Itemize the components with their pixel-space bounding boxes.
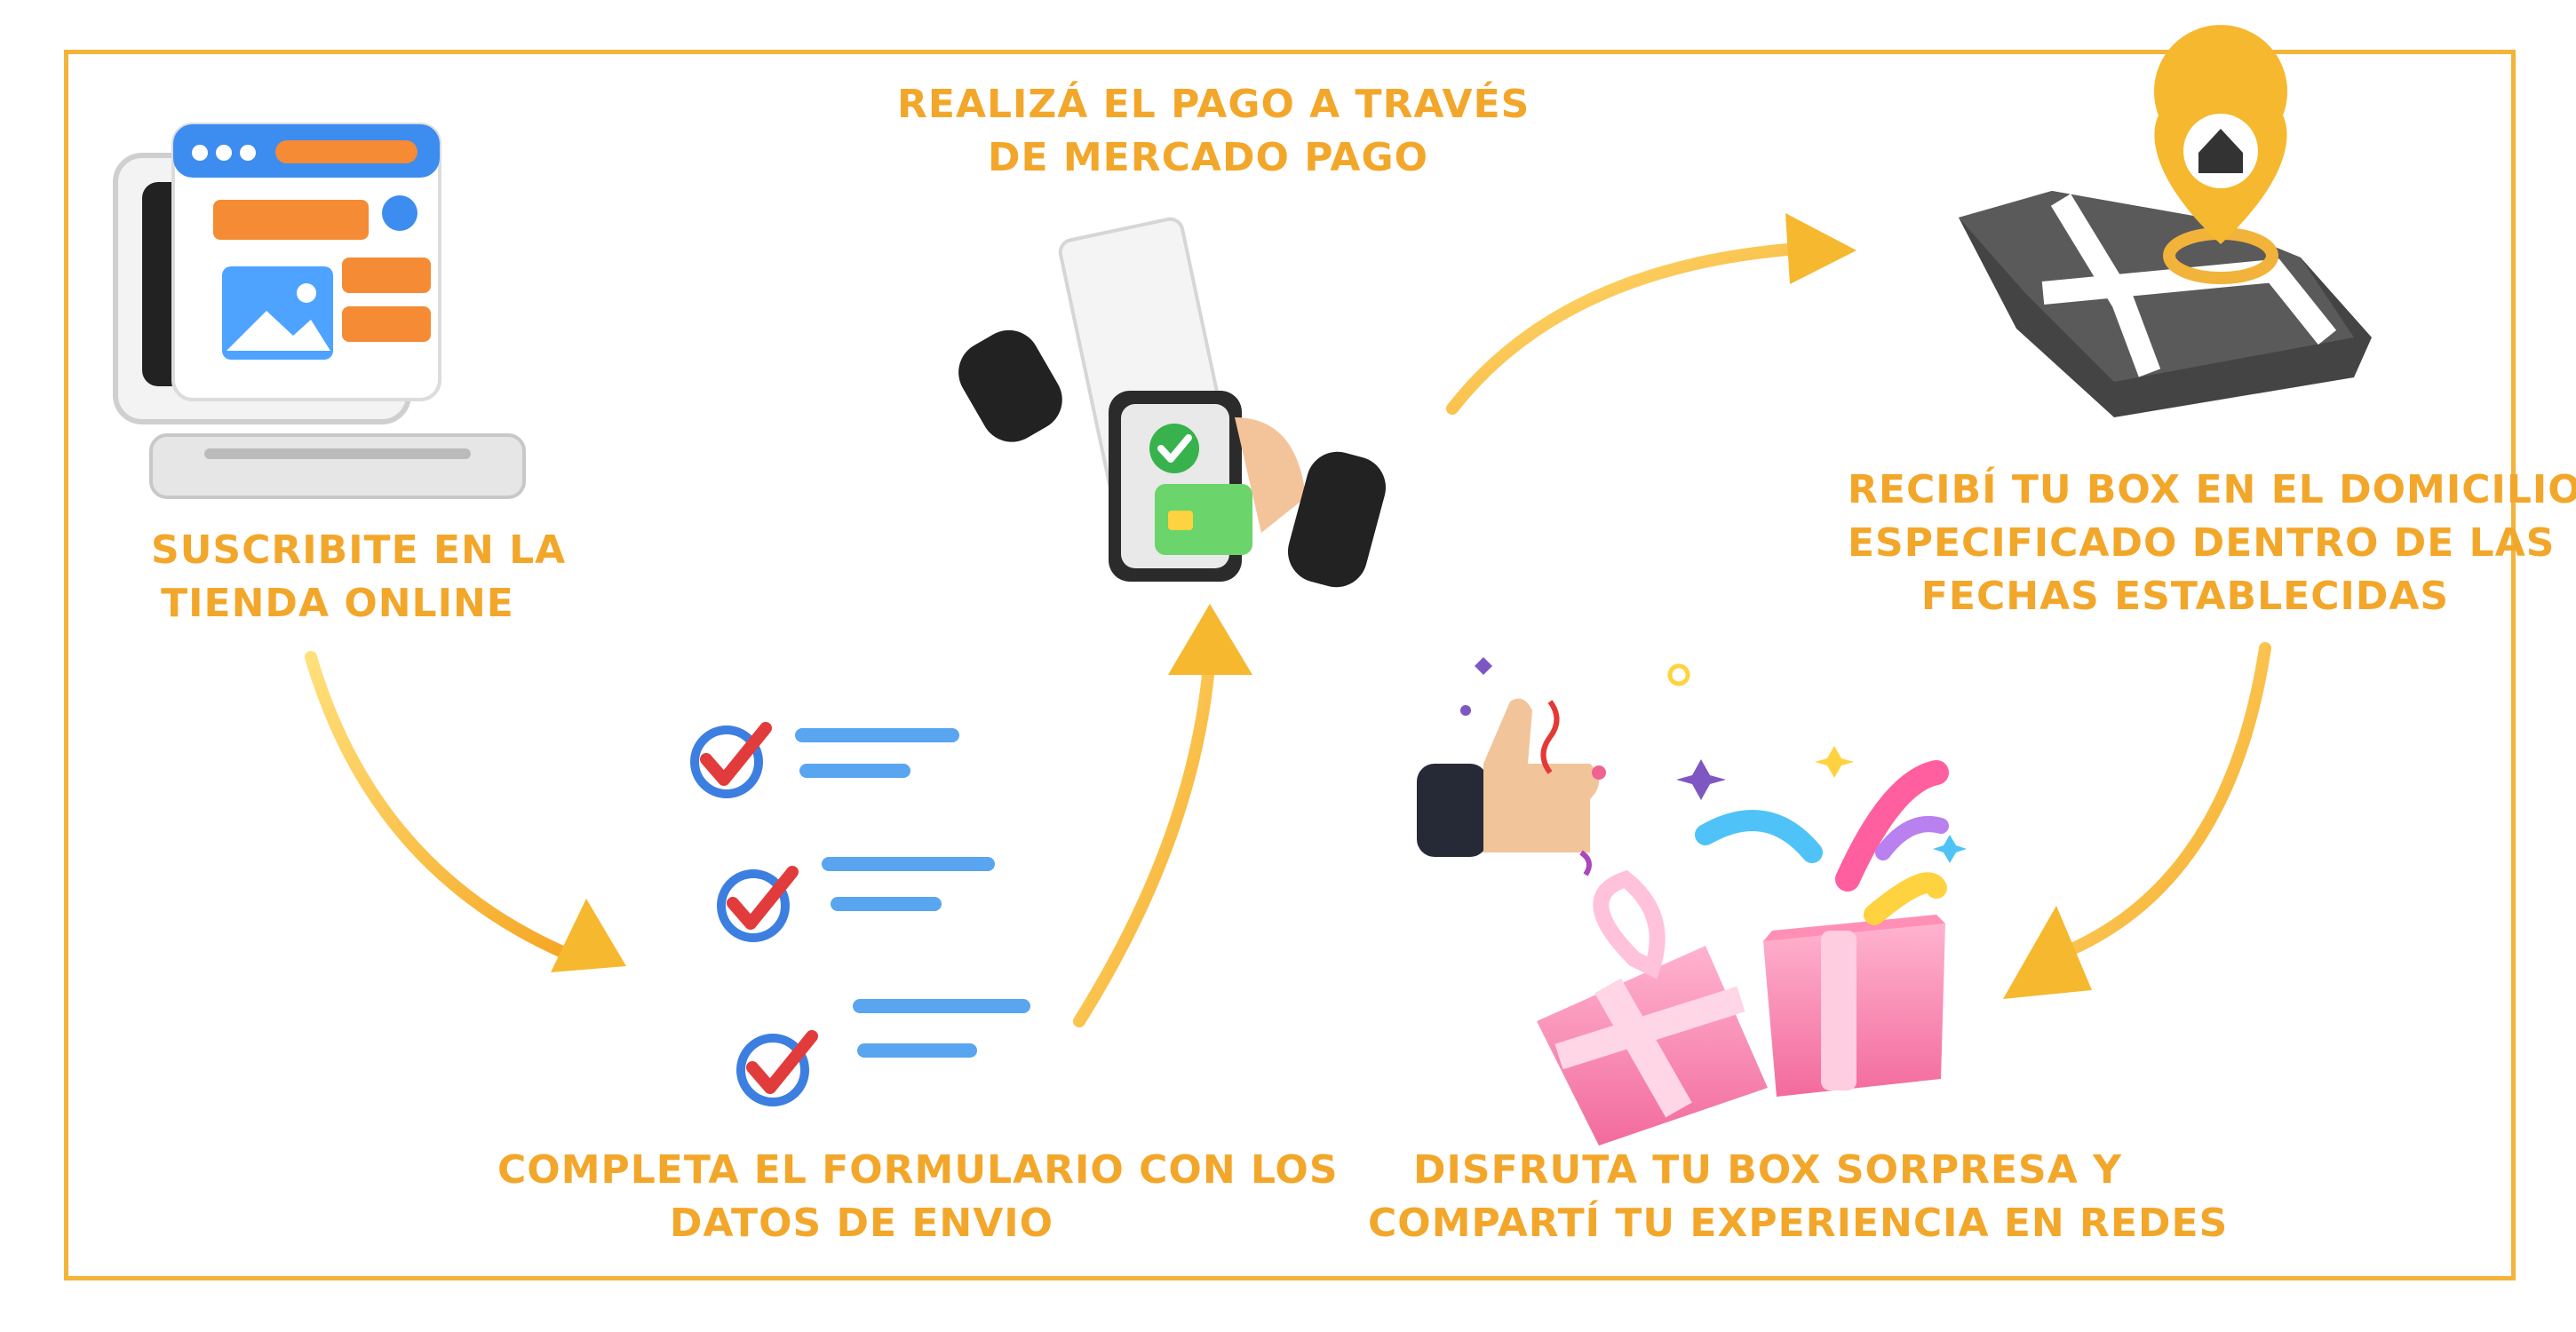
step-label-line: compartí tu experiencia en redes	[1368, 1201, 2229, 1246]
checklist-icon	[690, 722, 1030, 1106]
laptop-store-icon	[113, 123, 526, 499]
step-label-line: Realizá el pago a través	[897, 82, 1530, 127]
arrow-form-to-payment	[1073, 604, 1252, 1027]
step-label-subscribe: Suscribite en la tienda online	[151, 524, 567, 630]
arrow-delivery-to-enjoy	[2003, 642, 2271, 999]
step-label-form: Completa el formulario con los datos de …	[497, 1144, 1339, 1250]
step-label-enjoy: Disfruta tu box sorpresa y compartí tu e…	[1368, 1144, 2229, 1250]
step-label-line: Recibí tu box en el domicilio	[1848, 467, 2576, 512]
map-pin-house-icon	[1959, 25, 2372, 417]
gift-box-thumbs-up-icon	[1417, 657, 1967, 1146]
step-label-line: de Mercado Pago	[988, 135, 1428, 180]
arrow-payment-to-delivery	[1446, 213, 1856, 415]
payment-receipt-phone-icon	[958, 217, 1387, 588]
step-label-line: Completa el formulario con los	[497, 1147, 1339, 1193]
step-label-payment: Realizá el pago a través de Mercado Pago	[897, 78, 1530, 185]
step-label-line: Suscribite en la	[151, 527, 567, 573]
step-label-delivery: Recibí tu box en el domicilio especifica…	[1848, 464, 2576, 623]
step-label-line: Disfruta tu box sorpresa y	[1413, 1147, 2122, 1193]
step-label-line: tienda online	[161, 581, 514, 626]
step-label-line: fechas establecidas	[1920, 574, 2450, 619]
arrow-subscribe-to-form	[305, 651, 626, 972]
step-label-line: especificado dentro de las	[1848, 520, 2556, 566]
outer-frame	[64, 50, 2516, 1280]
step-label-line: datos de envio	[669, 1201, 1054, 1246]
